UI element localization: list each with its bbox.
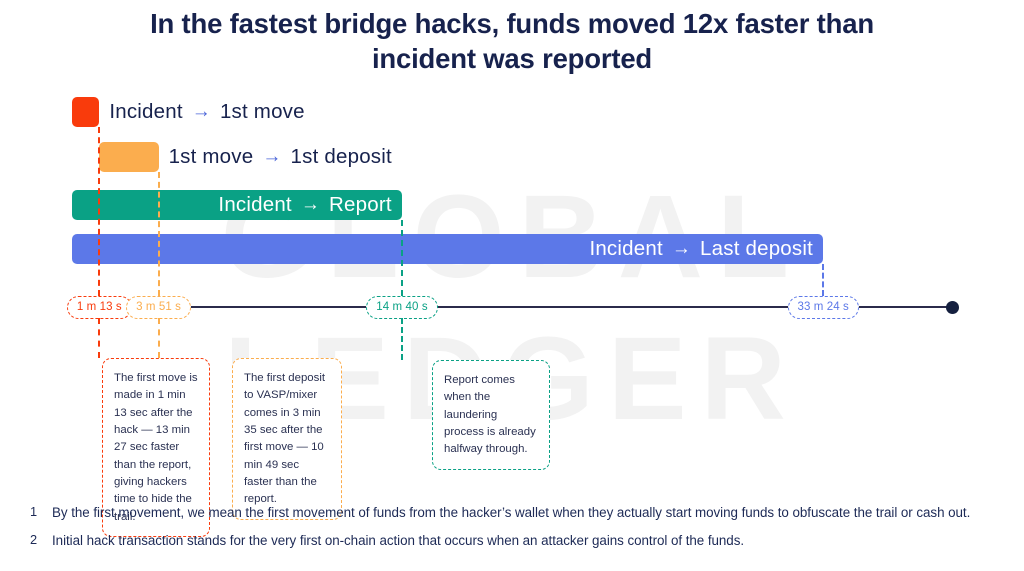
- tick-connector-1: [98, 127, 101, 296]
- footnote-number-1: 1: [30, 504, 38, 519]
- bar-label-end-1: 1st move: [219, 100, 305, 123]
- axis-tick-pill-1: 1 m 13 s: [66, 295, 132, 319]
- annotation-note-3: Report comes when the laundering process…: [432, 360, 550, 470]
- bar-label-1: Incident → 1st move: [109, 97, 304, 127]
- tick-connector-4: [822, 264, 824, 296]
- axis-tick-pill-3: 14 m 40 s: [366, 295, 438, 319]
- bar-label-start-4: Incident: [589, 237, 663, 260]
- arrow-icon: →: [191, 101, 211, 122]
- bar-2: [99, 142, 159, 172]
- axis-tick-pill-4: 33 m 24 s: [787, 295, 859, 319]
- bar-label-start-2: 1st move: [168, 145, 254, 168]
- note-connector-2: [157, 318, 160, 358]
- bar-3: [72, 190, 402, 220]
- page-title: In the fastest bridge hacks, funds moved…: [150, 8, 874, 75]
- footnote-text-1: By the first movement, we mean the first…: [52, 505, 971, 520]
- bar-4: [72, 234, 823, 264]
- tick-connector-3: [400, 220, 403, 296]
- bar-label-end-3: Report: [329, 193, 392, 216]
- bar-label-end-2: 1st deposit: [290, 145, 392, 168]
- bar-label-4: Incident → Last deposit: [72, 234, 823, 264]
- bar-label-end-4: Last deposit: [700, 237, 813, 260]
- footnote-text-2: Initial hack transaction stands for the …: [52, 533, 745, 549]
- annotation-note-2: The first deposit to VASP/mixer comes in…: [232, 358, 342, 520]
- note-connector-3: [400, 318, 403, 360]
- bar-label-start-3: Incident: [218, 193, 292, 216]
- arrow-icon: →: [262, 146, 282, 167]
- axis-end-dot: [945, 300, 959, 314]
- footnote-number-2: 2: [30, 532, 38, 548]
- bar-label-2: 1st move → 1st deposit: [169, 142, 392, 172]
- note-connector-1: [98, 318, 101, 358]
- footnotes: 1 By the first movement, we mean the firs…: [30, 503, 998, 560]
- axis-tick-pill-2: 3 m 51 s: [126, 295, 191, 319]
- arrow-icon: →: [671, 238, 692, 259]
- tick-connector-2: [157, 172, 160, 296]
- arrow-icon: →: [300, 194, 321, 215]
- footnote-2: 2 Initial hack transaction stands for the…: [30, 531, 998, 550]
- bar-label-3: Incident → Report: [72, 190, 402, 220]
- bar-1: [72, 97, 100, 127]
- axis-line: [76, 306, 952, 308]
- annotation-note-1: The first move is made in 1 min 13 sec a…: [102, 358, 210, 537]
- bar-label-start-1: Incident: [109, 100, 183, 123]
- footnote-1: 1 By the first movement, we mean the firs…: [30, 503, 998, 522]
